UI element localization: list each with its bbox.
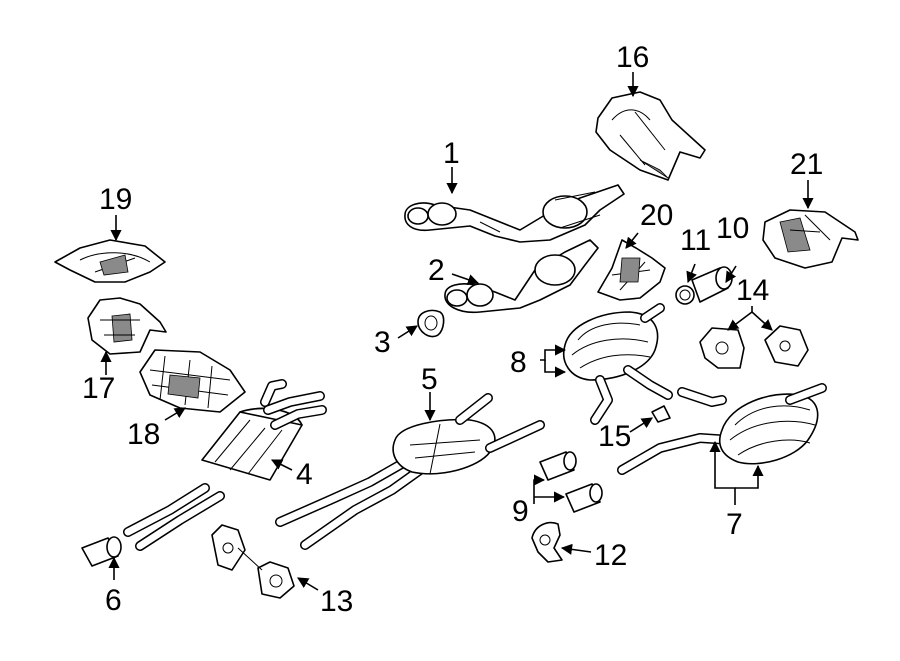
callout-8: 8 xyxy=(510,346,527,379)
callout-3: 3 xyxy=(374,326,391,359)
callout-12: 12 xyxy=(594,539,627,572)
callout-17: 17 xyxy=(82,372,115,405)
callout-2: 2 xyxy=(428,254,445,287)
part-3-gasket xyxy=(417,309,445,338)
callout-16: 16 xyxy=(616,41,649,74)
part-14-hangers xyxy=(699,325,809,369)
part-12-bracket xyxy=(531,521,563,563)
callout-20: 20 xyxy=(640,199,673,232)
callout-1: 1 xyxy=(443,137,460,170)
part-8-muffler xyxy=(563,303,673,425)
part-20-heat-shield xyxy=(597,239,666,301)
part-21-heat-shield xyxy=(762,209,859,269)
part-16-heat-shield xyxy=(595,91,706,181)
part-7-rear-muffler xyxy=(617,383,827,475)
callout-19: 19 xyxy=(99,183,132,216)
callout-numbers: 1 2 3 4 5 6 7 8 9 10 11 12 13 14 15 16 1… xyxy=(82,41,823,618)
callout-5: 5 xyxy=(421,363,438,396)
part-13-hangers xyxy=(211,524,295,599)
part-15-bracket xyxy=(651,405,671,423)
callout-leaders xyxy=(100,72,814,591)
callout-6: 6 xyxy=(105,584,122,617)
part-9-clamps xyxy=(539,451,603,513)
part-18-heat-shield xyxy=(139,349,246,413)
callout-15: 15 xyxy=(598,420,631,453)
part-11-clamp xyxy=(675,285,695,305)
part-19-heat-shield xyxy=(54,239,166,283)
part-5-intermediate-pipe xyxy=(275,393,545,550)
callout-9: 9 xyxy=(512,495,529,528)
part-17-heat-shield xyxy=(87,297,167,355)
callout-18: 18 xyxy=(127,418,160,451)
callout-11: 11 xyxy=(680,224,711,257)
callout-7: 7 xyxy=(726,508,743,541)
callout-10: 10 xyxy=(716,212,749,245)
part-10-exhaust-tip xyxy=(691,266,733,303)
callout-14: 14 xyxy=(736,274,769,307)
part-1-catalytic-converter xyxy=(404,184,625,243)
part-2-catalytic-converter xyxy=(444,239,599,314)
callout-4: 4 xyxy=(296,458,313,491)
part-6-clamp xyxy=(81,536,122,567)
callout-21: 21 xyxy=(790,148,823,181)
callout-13: 13 xyxy=(320,585,353,618)
